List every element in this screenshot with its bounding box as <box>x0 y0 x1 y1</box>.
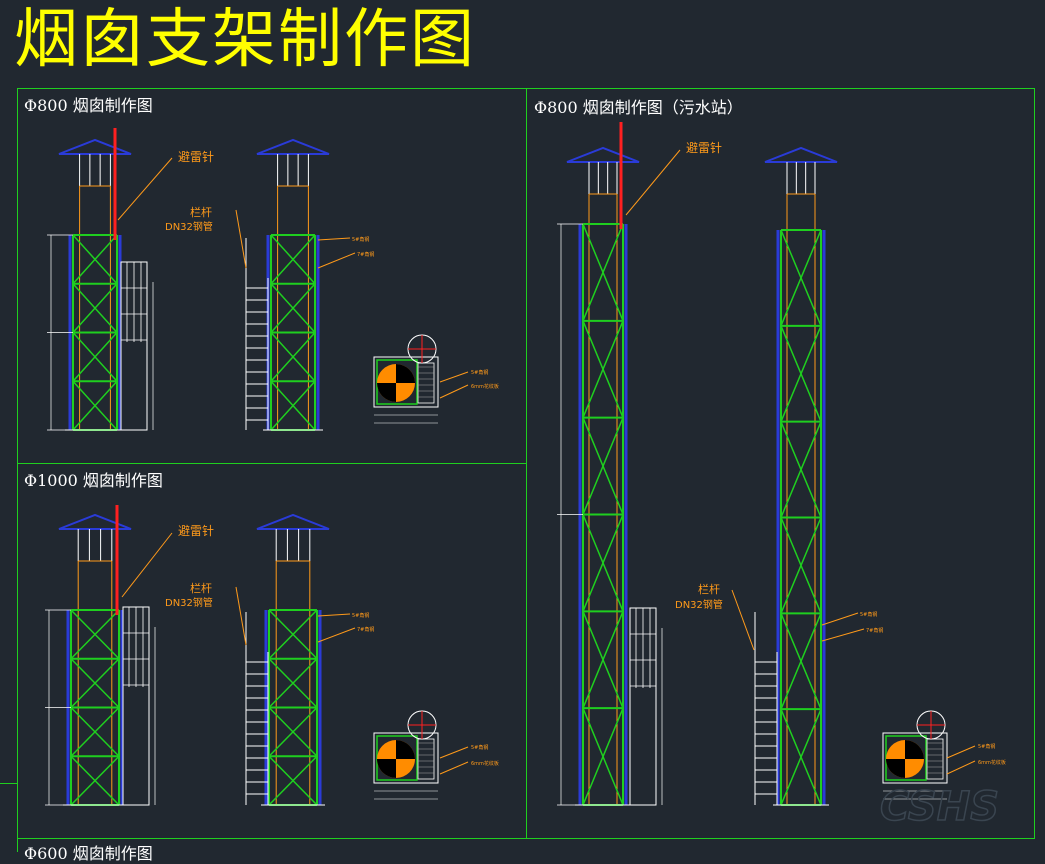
leader-line <box>439 761 469 775</box>
lattice-brace <box>582 417 624 515</box>
leader-line <box>317 613 351 617</box>
chimney-cap <box>764 146 838 163</box>
checker-plate <box>417 362 435 404</box>
chimney-cap <box>58 513 132 530</box>
label-angle7: 7#角钢 <box>357 251 374 258</box>
chimney-cap <box>256 138 330 155</box>
panel-title-phi800-sewage: Φ800 烟囱制作图（污水站） <box>534 98 743 117</box>
lattice-brace <box>268 609 318 660</box>
lattice-brace <box>780 325 822 422</box>
lattice-brace <box>268 706 318 757</box>
lattice-brace <box>780 229 822 327</box>
leader-line <box>117 157 173 221</box>
lattice-brace <box>780 517 822 614</box>
leader-line <box>731 589 755 651</box>
lattice-brace <box>70 755 120 806</box>
lattice-brace <box>268 755 318 806</box>
drawing-title: 烟囱支架制作图 <box>14 3 476 77</box>
label-lightning-rod: 避雷针 <box>178 523 214 538</box>
leader-line <box>235 586 247 646</box>
lattice-brace <box>780 708 822 806</box>
diagram-content: 避雷针栏杆DN32钢管5#角钢7#角钢5#角钢6mm花纹板避雷针栏杆DN32钢管… <box>45 122 1006 806</box>
lattice-brace <box>582 320 624 418</box>
lattice-brace <box>268 658 318 709</box>
leader-line <box>946 760 976 775</box>
label-angle5: 5#角钢 <box>352 236 369 243</box>
chimney-cap <box>58 138 132 155</box>
label-angle5-plan: 5#角钢 <box>471 744 488 751</box>
label-dn32: DN32钢管 <box>165 596 213 609</box>
watermark-logo: CSHS <box>880 784 999 830</box>
chimney-cap <box>256 513 330 530</box>
lattice-brace <box>582 514 624 612</box>
label-angle5-plan: 5#角钢 <box>471 369 488 376</box>
leader-line <box>439 371 469 383</box>
lattice-brace <box>72 234 118 285</box>
label-plate: 6mm花纹板 <box>978 759 1006 766</box>
lattice-brace <box>70 609 120 660</box>
panel-title-phi1000: Φ1000 烟囱制作图 <box>24 471 163 490</box>
label-plate: 6mm花纹板 <box>471 383 499 390</box>
checker-plate <box>417 738 435 780</box>
label-lightning-rod: 避雷针 <box>686 140 722 155</box>
lattice-brace <box>70 658 120 709</box>
lattice-brace <box>70 706 120 757</box>
label-angle5: 5#角钢 <box>352 612 369 619</box>
lattice-brace <box>270 380 316 431</box>
panel-title-phi800: Φ800 烟囱制作图 <box>24 96 153 115</box>
chimney-cap <box>566 146 640 163</box>
label-lightning-rod: 避雷针 <box>178 149 214 164</box>
leader-line <box>121 532 173 598</box>
lattice-brace <box>780 613 822 710</box>
leader-line <box>625 149 681 216</box>
lattice-brace <box>72 331 118 382</box>
label-angle5: 5#角钢 <box>860 611 877 618</box>
label-angle7: 7#角钢 <box>357 626 374 633</box>
label-railing: 栏杆 <box>698 582 720 596</box>
lattice-brace <box>270 234 316 285</box>
lattice-brace <box>72 283 118 334</box>
label-dn32: DN32钢管 <box>165 220 213 233</box>
leader-line <box>317 237 351 241</box>
leader-line <box>235 209 247 269</box>
leader-line <box>946 745 976 759</box>
leader-line <box>317 252 356 269</box>
label-railing: 栏杆 <box>190 205 212 219</box>
lattice-brace <box>582 223 624 322</box>
lattice-brace <box>780 421 822 518</box>
label-plate: 6mm花纹板 <box>471 760 499 767</box>
leader-line <box>317 627 356 643</box>
lattice-brace <box>72 380 118 431</box>
label-angle5-plan: 5#角钢 <box>978 743 995 750</box>
lattice-brace <box>582 611 624 709</box>
panel-frames <box>0 88 1035 852</box>
lattice-brace <box>270 283 316 334</box>
frame-phi800-sewage <box>526 88 1035 839</box>
lattice-brace <box>582 707 624 806</box>
leader-line <box>821 628 865 642</box>
label-railing: 栏杆 <box>190 581 212 595</box>
label-dn32: DN32钢管 <box>675 598 723 611</box>
leader-line <box>821 612 859 626</box>
plan-view-box <box>373 356 439 408</box>
plan-view-box <box>373 732 439 784</box>
leader-line <box>439 384 469 399</box>
checker-plate <box>926 738 944 780</box>
leader-line <box>439 746 469 759</box>
label-angle7: 7#角钢 <box>866 627 883 634</box>
lattice-brace <box>270 331 316 382</box>
